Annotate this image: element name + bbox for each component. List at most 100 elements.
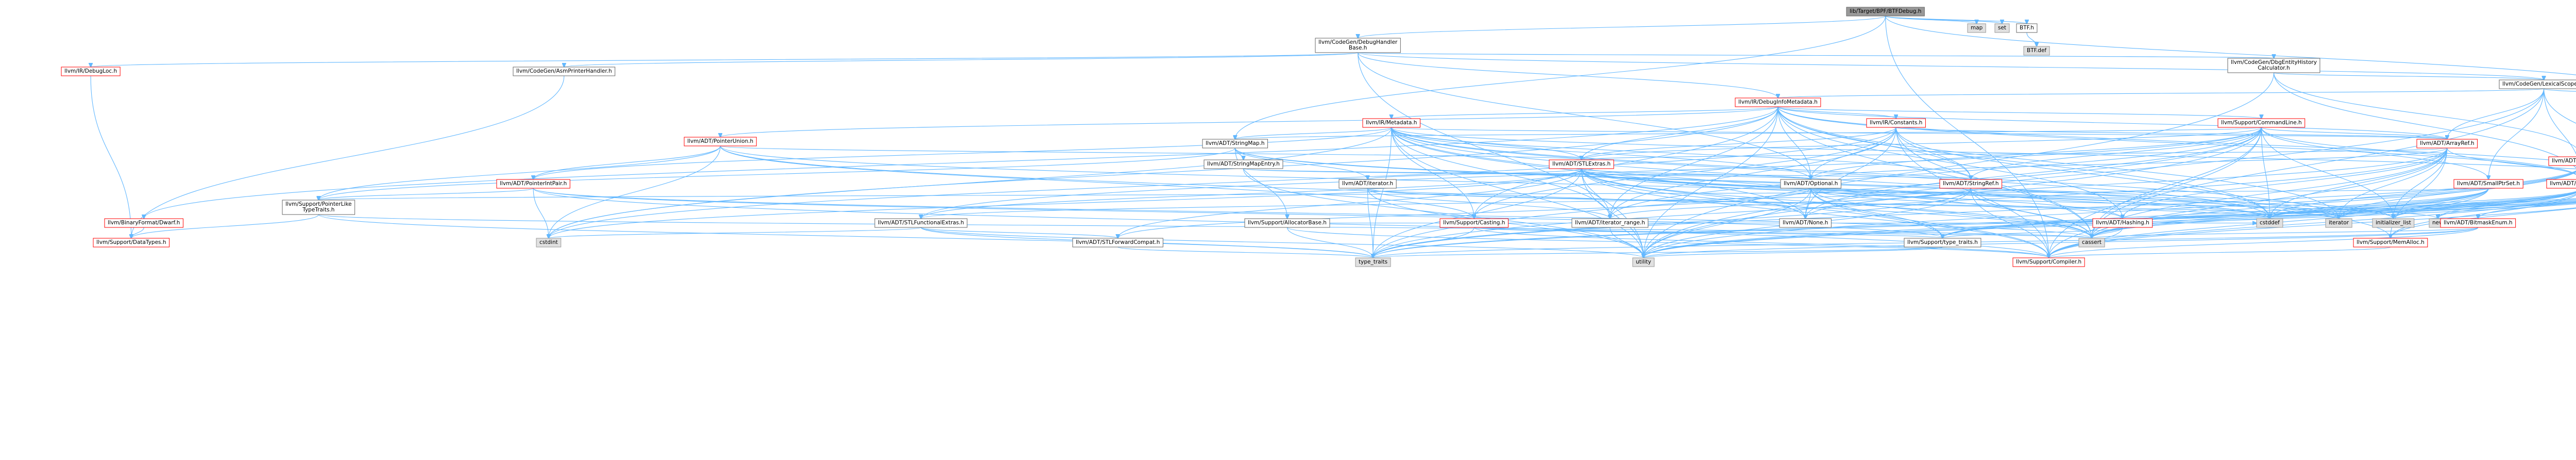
node-hashing[interactable]: llvm/ADT/Hashing.h	[2092, 218, 2153, 228]
edge-metadata-to-stringref	[1391, 127, 1971, 179]
edge-metadata-to-memalloc	[1391, 127, 2391, 238]
node-label: llvm/CodeGen/DebugHandler	[1318, 39, 1398, 45]
node-box	[2546, 179, 2576, 189]
node-datatypes[interactable]: llvm/Support/DataTypes.h	[93, 238, 170, 248]
edge-cmdline-to-none	[1805, 127, 2262, 219]
node-label: BTF.def	[2027, 47, 2046, 54]
edge-pointerintpair-to-ptrliketypetraits	[318, 188, 534, 200]
node-label: llvm/ADT/iterator_range.h	[1575, 220, 1645, 226]
edge-lexscopes-to-ordmap	[2544, 88, 2576, 92]
node-typetraitsh[interactable]: llvm/Support/type_traits.h	[1904, 238, 1981, 248]
edge-arrayref-to-optional	[1811, 147, 2448, 179]
node-stlextras[interactable]: llvm/ADT/STLExtras.h	[1549, 159, 1614, 169]
edge-mapvector-to-cstddef	[2269, 171, 2576, 219]
node-stlforward[interactable]: llvm/ADT/STLForwardCompat.h	[1072, 238, 1163, 248]
edge-metadata-to-iteratorstd	[1391, 127, 2339, 219]
node-lexscopes[interactable]: llvm/CodeGen/LexicalScopes.h	[2499, 79, 2576, 89]
node-cassert: cassert	[2078, 238, 2105, 248]
node-iterator[interactable]: llvm/ADT/iterator.h	[1338, 179, 1397, 189]
node-asmprinter[interactable]: llvm/CodeGen/AsmPrinterHandler.h	[513, 67, 616, 76]
node-btfh[interactable]: BTF.h	[2016, 23, 2038, 33]
node-compiler[interactable]: llvm/Support/Compiler.h	[2012, 257, 2085, 267]
node-pointerunion[interactable]: llvm/ADT/PointerUnion.h	[684, 137, 757, 146]
node-label: utility	[1636, 259, 1651, 265]
edge-arrayref-to-initlist	[2393, 147, 2448, 219]
edge-dbgentity-to-mapvector	[2273, 72, 2576, 148]
edge-pointerunion-to-stlextras	[720, 145, 1581, 160]
node-label: llvm/IR/DebugInfoMetadata.h	[1738, 99, 1818, 105]
node-label: llvm/Support/MemAlloc.h	[2357, 239, 2425, 245]
node-label: llvm/Support/Casting.h	[1443, 220, 1505, 226]
node-box	[1315, 38, 1401, 53]
edge-root-to-dhb	[1358, 15, 1886, 38]
node-box	[2023, 46, 2050, 56]
edge-smallptrset-to-initlist	[2393, 188, 2489, 219]
node-label: cstddef	[2260, 220, 2280, 226]
edge-debuginfometa-to-utility	[1643, 106, 1778, 258]
node-iteratorstd: iterator	[2325, 218, 2352, 228]
edge-stlextras-to-cstdint	[549, 168, 1582, 238]
edge-debuginfometa-to-stlextras	[1582, 106, 1778, 160]
node-box	[2012, 257, 2085, 267]
edge-stlextras-to-iterator	[1368, 168, 1582, 179]
node-casting[interactable]: llvm/Support/Casting.h	[1439, 218, 1509, 228]
node-debugloc[interactable]: llvm/IR/DebugLoc.h	[61, 67, 121, 76]
edge-optional-to-cassert	[1810, 188, 2092, 238]
edge-casting-to-typetraitsh	[1473, 227, 1942, 238]
node-box	[684, 137, 757, 146]
node-cmdline[interactable]: llvm/Support/CommandLine.h	[2217, 118, 2306, 128]
node-box	[1780, 179, 1841, 189]
edge-metadata-to-densemap	[1391, 127, 2576, 170]
edge-hashing-to-typetraitsh	[1942, 227, 2123, 238]
node-mapvector[interactable]: llvm/ADT/MapVector.h	[2548, 156, 2576, 166]
node-bitmaskenum[interactable]: llvm/ADT/BitmaskEnum.h	[2440, 218, 2516, 228]
edge-cmdline-to-cstddef	[2261, 127, 2269, 219]
edge-debuginfometa-to-arrayref	[1777, 106, 2447, 139]
edge-stlextras-to-typetraitsh	[1581, 168, 1943, 238]
node-arrayref[interactable]: llvm/ADT/ArrayRef.h	[2416, 139, 2478, 149]
edge-pointerunion-to-cassert	[720, 145, 2092, 238]
node-label: llvm/Support/Compiler.h	[2016, 259, 2081, 265]
node-memalloc[interactable]: llvm/Support/MemAlloc.h	[2353, 238, 2428, 248]
node-box	[1779, 218, 1832, 228]
node-box	[1904, 238, 1981, 248]
node-label: map	[1971, 25, 1983, 31]
edge-metadata-to-utility	[1391, 127, 1643, 258]
node-label: set	[1998, 25, 2006, 31]
edge-constants-to-arrayref	[1895, 127, 2447, 139]
edge-iterrange-to-utility	[1609, 227, 1643, 258]
node-dbgentity[interactable]: llvm/CodeGen/DbgEntityHistoryCalculator.…	[2227, 58, 2320, 73]
node-smallvector[interactable]: llvm/ADT/SmallVector.h	[2546, 179, 2576, 189]
node-map: map	[1967, 23, 1986, 33]
edge-pointerunion-to-cstdint	[549, 145, 721, 238]
node-stringref[interactable]: llvm/ADT/StringRef.h	[1939, 179, 2003, 189]
node-binaryformat[interactable]: llvm/BinaryFormat/Dwarf.h	[104, 218, 183, 228]
node-box	[513, 67, 616, 76]
edge-stringmapentry-to-optional	[1243, 168, 1810, 179]
node-debuginfometa[interactable]: llvm/IR/DebugInfoMetadata.h	[1735, 97, 1821, 107]
node-stringmapentry[interactable]: llvm/ADT/StringMapEntry.h	[1204, 159, 1283, 169]
node-box	[2453, 179, 2523, 189]
node-label: llvm/ADT/STLForwardCompat.h	[1076, 239, 1160, 245]
node-stlfunctional[interactable]: llvm/ADT/STLFunctionalExtras.h	[874, 218, 968, 228]
node-metadata[interactable]: llvm/IR/Metadata.h	[1362, 118, 1420, 128]
node-label: llvm/CodeGen/AsmPrinterHandler.h	[516, 68, 612, 74]
edge-debuginfometa-to-iteratorstd	[1777, 106, 2339, 219]
edge-dhb-to-optional	[1358, 52, 1811, 179]
node-label: llvm/CodeGen/LexicalScopes.h	[2502, 81, 2576, 87]
node-allocatorbase[interactable]: llvm/Support/AllocatorBase.h	[1244, 218, 1330, 228]
node-constants[interactable]: llvm/IR/Constants.h	[1866, 118, 1926, 128]
node-smallptrset[interactable]: llvm/ADT/SmallPtrSet.h	[2453, 179, 2523, 189]
node-none[interactable]: llvm/ADT/None.h	[1779, 218, 1832, 228]
node-iterrange[interactable]: llvm/ADT/iterator_range.h	[1571, 218, 1649, 228]
edge-stlextras-to-stlfunctional	[921, 168, 1582, 219]
edge-stringmapentry-to-utility	[1243, 168, 1643, 258]
edge-metadata-to-cassert	[1391, 127, 2092, 238]
edge-ptrliketypetraits-to-cassert	[318, 214, 2092, 238]
node-label: llvm/BinaryFormat/Dwarf.h	[108, 220, 180, 226]
node-stringmap[interactable]: llvm/ADT/StringMap.h	[1202, 139, 1268, 149]
node-pointerintpair[interactable]: llvm/ADT/PointerIntPair.h	[496, 179, 570, 189]
node-optional[interactable]: llvm/ADT/Optional.h	[1780, 179, 1841, 189]
